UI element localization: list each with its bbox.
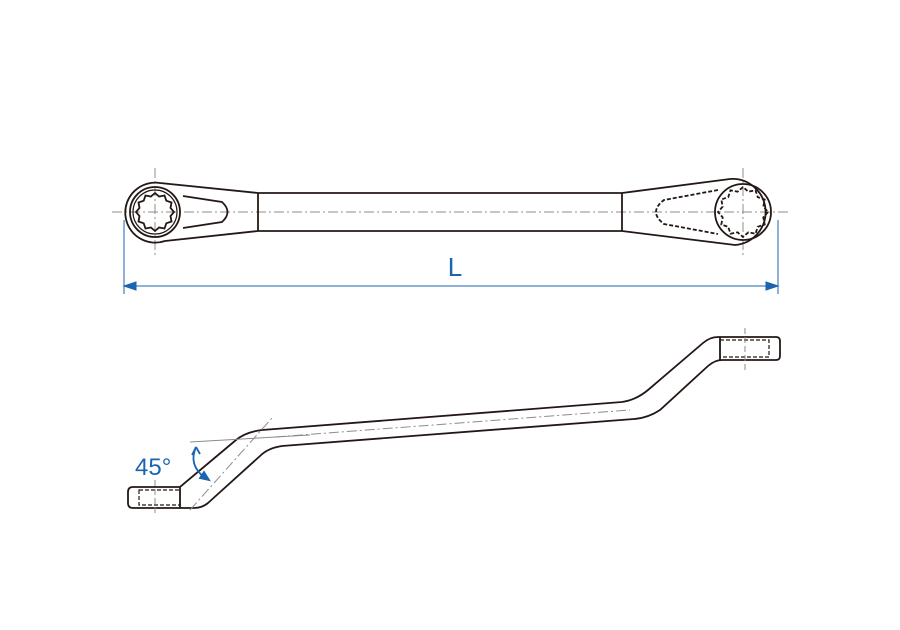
angle-indicator — [191, 446, 211, 482]
left-ring-rim — [132, 189, 178, 235]
arrowhead-down — [198, 470, 211, 482]
arrowhead-right — [765, 281, 780, 291]
top-view — [112, 168, 790, 256]
left-socket-hidden — [138, 489, 181, 506]
length-dimension — [122, 220, 780, 294]
right-ring-inner — [714, 183, 772, 241]
angle-label: 45° — [135, 454, 171, 481]
right-head-recess — [655, 189, 719, 235]
arrowhead-left — [122, 281, 137, 291]
left-head-recess — [182, 195, 229, 229]
arrowhead-up — [191, 446, 201, 456]
side-view — [127, 328, 781, 515]
centerlines — [112, 168, 790, 256]
left-12-point-socket — [134, 191, 176, 233]
side-centerlines — [154, 328, 746, 515]
left-ring-inner — [129, 186, 181, 238]
right-12-point-socket — [716, 185, 770, 239]
length-label: L — [448, 252, 462, 282]
side-body-outline — [127, 336, 781, 509]
